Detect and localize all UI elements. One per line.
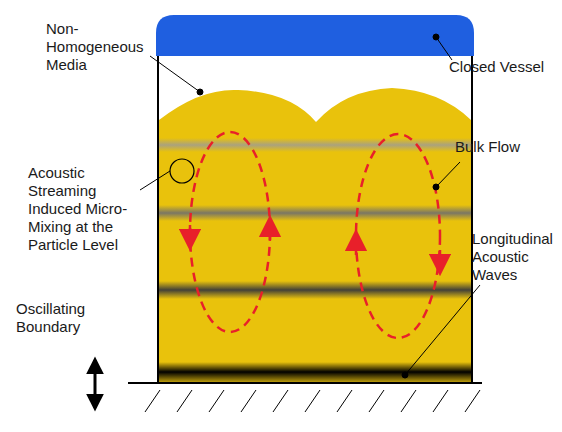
leader-lines [140,34,480,378]
media-label: Non-Homogeneous Media [46,20,150,74]
flow-arrow [269,226,272,240]
vessel-wall [158,54,472,383]
flow-arrow [355,240,358,255]
wave-label: Longitudinal Acoustic Waves [472,230,560,284]
bulk-flow-loop [356,134,440,338]
micro-mixing-circle [170,159,194,183]
ground-hatch [145,390,480,412]
wave-band [159,362,471,382]
wave-band [159,205,471,221]
vessel-wall [158,54,472,383]
bulk-flow-loop [190,132,270,332]
ground-line [128,382,482,384]
flow-label: Bulk Flow [455,138,555,156]
wave-band [159,281,471,299]
micro-mixing-label: Acoustic Streaming Induced Micro-Mixing … [28,164,140,254]
flow-arrow [189,225,192,240]
vessel-label: Closed Vessel [449,58,549,76]
oscillation-arrow [94,360,97,408]
boundary-label: Oscillating Boundary [16,300,116,336]
wave-band [159,138,471,152]
flow-arrow [439,250,442,265]
vessel-cap [156,15,474,56]
media-fill [159,88,471,382]
